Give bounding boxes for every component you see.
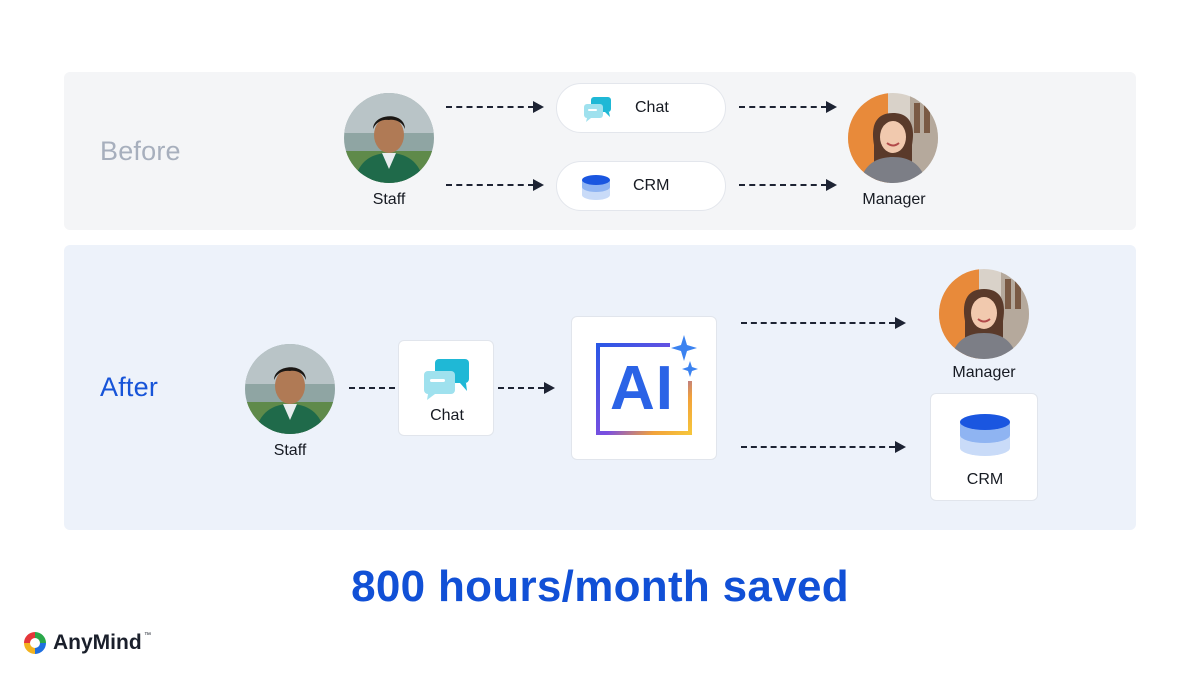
crm-tool-label: CRM [633, 177, 670, 194]
chat-tool-pill: Chat [556, 83, 726, 133]
trademark-mark: ™ [144, 632, 151, 639]
staff-avatar [245, 344, 335, 434]
manager-caption: Manager [952, 364, 1016, 381]
arrow-ai-to-crm [741, 441, 907, 453]
ai-text: AI [610, 354, 674, 423]
manager-avatar [848, 93, 938, 183]
after-label: After [100, 372, 159, 402]
arrow-crm-to-manager [739, 179, 837, 191]
chat-card-label: Chat [430, 407, 464, 424]
staff-caption: Staff [372, 191, 406, 208]
arrow-chat-to-ai [498, 382, 556, 394]
manager-avatar [939, 269, 1029, 359]
arrow-staff-to-chat [446, 101, 544, 113]
crm-card: CRM [930, 393, 1038, 501]
connector-staff-to-chat [349, 382, 395, 394]
before-label: Before [100, 136, 181, 166]
chat-card: Chat [398, 340, 494, 436]
anymind-logo-icon [24, 632, 46, 654]
arrow-chat-to-manager [739, 101, 837, 113]
arrow-ai-to-manager [741, 317, 907, 329]
chat-icon [583, 96, 613, 122]
manager-caption: Manager [862, 191, 926, 208]
ai-logo-icon [596, 335, 698, 435]
database-icon [581, 173, 611, 201]
anymind-wordmark: AnyMind [53, 631, 142, 654]
arrow-staff-to-crm [446, 179, 544, 191]
crm-card-label: CRM [966, 471, 1004, 488]
database-icon [959, 411, 1011, 457]
ai-card: AI [571, 316, 717, 460]
staff-caption: Staff [273, 442, 307, 459]
chat-tool-label: Chat [635, 99, 669, 116]
savings-headline: 800 hours/month saved [351, 562, 849, 611]
chat-icon [423, 358, 471, 400]
crm-tool-pill: CRM [556, 161, 726, 211]
staff-avatar [344, 93, 434, 183]
